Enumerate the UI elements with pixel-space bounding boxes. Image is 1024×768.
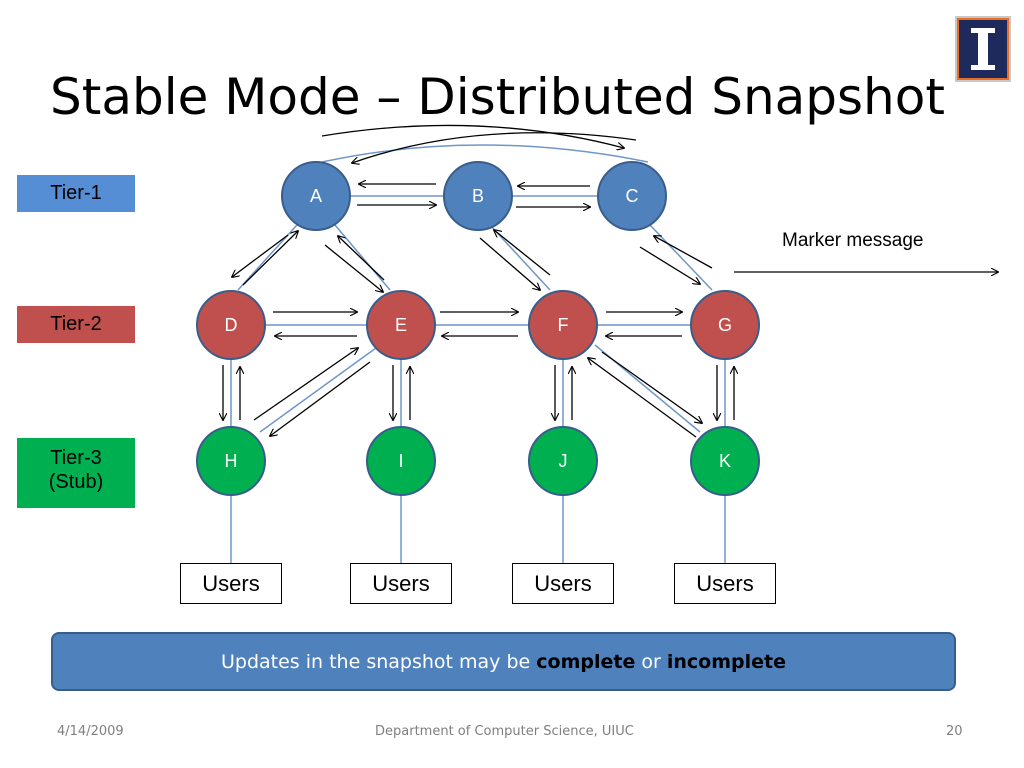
- arrow-e-to-h: [270, 361, 371, 436]
- svg-text:A: A: [310, 186, 322, 206]
- users-box-h: Users: [180, 563, 282, 604]
- arrow-a-to-c: [321, 124, 624, 148]
- marker-message-label: Marker message: [782, 230, 924, 251]
- node-f: F: [528, 290, 598, 360]
- users-box-i: Users: [350, 563, 452, 604]
- node-a: A: [281, 161, 351, 231]
- svg-text:C: C: [626, 186, 639, 206]
- banner-incomplete: incomplete: [666, 650, 786, 673]
- svg-text:F: F: [558, 315, 569, 335]
- arrow-d-to-a: [242, 231, 298, 286]
- summary-banner: Updates in the snapshot may be complete …: [51, 632, 956, 691]
- footer-page-number: 20: [946, 724, 963, 739]
- tier-3-line-1: Tier-3: [50, 447, 102, 469]
- node-k: K: [690, 426, 760, 496]
- arrow-f-to-b: [494, 230, 551, 276]
- arrow-b-to-f: [479, 237, 540, 290]
- arrow-e-to-a: [338, 236, 385, 281]
- node-h: H: [196, 426, 266, 496]
- nodes: A B C D E F G H I J K: [196, 161, 760, 496]
- svg-text:D: D: [225, 315, 238, 335]
- footer-date: 4/14/2009: [57, 724, 124, 739]
- arrow-a-to-d: [232, 234, 289, 277]
- svg-text:J: J: [559, 451, 568, 471]
- svg-text:K: K: [719, 451, 731, 471]
- uiuc-logo: [955, 16, 1011, 82]
- node-g: G: [690, 290, 760, 360]
- slide-title: Stable Mode – Distributed Snapshot: [50, 68, 945, 126]
- arrow-g-to-c: [654, 236, 713, 269]
- node-d: D: [196, 290, 266, 360]
- arrow-c-to-g: [639, 246, 700, 284]
- arrow-c-to-a: [352, 132, 637, 163]
- node-j: J: [528, 426, 598, 496]
- users-box-j: Users: [512, 563, 614, 604]
- arrow-k-to-f: [588, 358, 697, 438]
- svg-text:G: G: [718, 315, 732, 335]
- banner-prefix: Updates in the snapshot may be: [221, 650, 537, 673]
- node-c: C: [597, 161, 667, 231]
- tier-2-label: Tier-2: [17, 306, 135, 343]
- svg-text:I: I: [398, 451, 403, 471]
- arrow-f-to-k: [601, 351, 702, 423]
- arrow-h-to-e: [253, 348, 358, 421]
- node-b: B: [443, 161, 513, 231]
- node-e: E: [366, 290, 436, 360]
- footer-department: Department of Computer Science, UIUC: [375, 724, 634, 739]
- tier-3-label: Tier-3 (Stub): [17, 438, 135, 508]
- banner-middle: or: [635, 650, 667, 673]
- tier-1-label: Tier-1: [17, 175, 135, 212]
- users-box-k: Users: [674, 563, 776, 604]
- banner-complete: complete: [536, 650, 636, 673]
- message-arrows: [223, 124, 998, 438]
- tier-3-line-2: (Stub): [48, 471, 104, 493]
- svg-text:B: B: [472, 186, 484, 206]
- svg-text:H: H: [225, 451, 238, 471]
- node-i: I: [366, 426, 436, 496]
- arrow-a-to-e: [324, 244, 383, 292]
- svg-text:E: E: [395, 315, 407, 335]
